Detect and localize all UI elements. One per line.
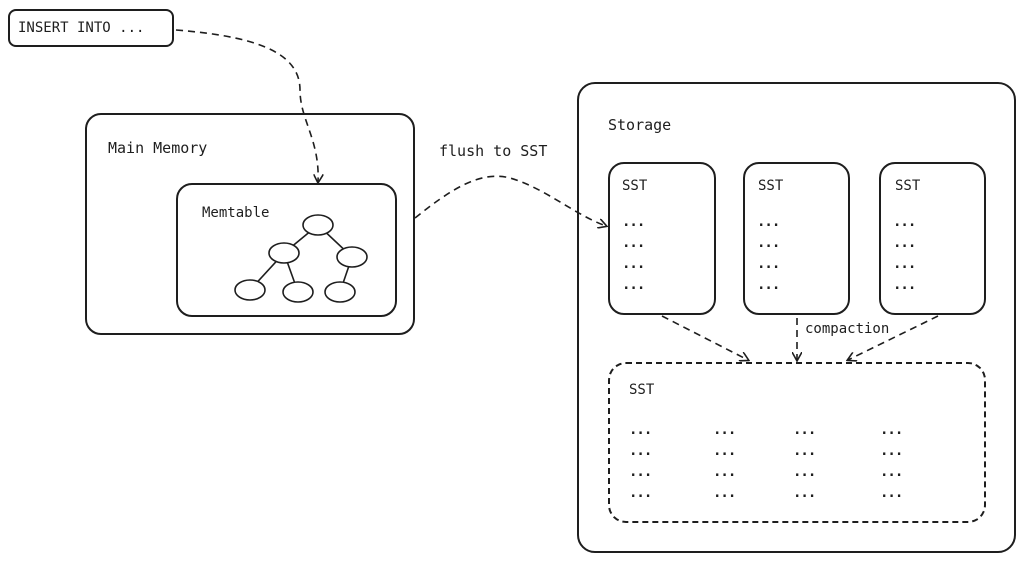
insert-query-text: INSERT INTO ... xyxy=(18,20,145,36)
merged-sst-cell: ... xyxy=(880,485,903,501)
sst-rows: ... ... ... ... xyxy=(893,212,916,296)
merged-sst-cell: ... xyxy=(793,443,816,459)
merged-sst-column: ... ... ... ... xyxy=(793,420,816,504)
merged-sst-cell: ... xyxy=(880,443,903,459)
sst-row: ... xyxy=(757,214,780,230)
merged-sst-cell: ... xyxy=(880,464,903,480)
sst-table-title: SST xyxy=(622,178,648,194)
sst-rows: ... ... ... ... xyxy=(757,212,780,296)
memtable-box: Memtable xyxy=(176,183,397,317)
compaction-label: compaction xyxy=(805,321,890,337)
merged-sst-column: ... ... ... ... xyxy=(880,420,903,504)
merged-sst-cell: ... xyxy=(629,443,652,459)
sst-row: ... xyxy=(757,235,780,251)
sst-rows: ... ... ... ... xyxy=(622,212,645,296)
merged-sst-cell: ... xyxy=(629,464,652,480)
storage-title: Storage xyxy=(608,116,672,134)
merged-sst-cell: ... xyxy=(713,422,736,438)
merged-sst-column: ... ... ... ... xyxy=(629,420,652,504)
sst-row: ... xyxy=(893,235,916,251)
merged-sst-column: ... ... ... ... xyxy=(713,420,736,504)
flush-label: flush to SST xyxy=(439,142,548,160)
sst-row: ... xyxy=(893,277,916,293)
merged-sst-cell: ... xyxy=(713,485,736,501)
merged-sst-cell: ... xyxy=(629,422,652,438)
main-memory-box: Main Memory xyxy=(85,113,415,335)
sst-row: ... xyxy=(622,235,645,251)
merged-sst-cell: ... xyxy=(793,464,816,480)
memtable-title: Memtable xyxy=(202,205,270,221)
merged-sst-table: SST ... ... ... ... ... ... ... ... ... … xyxy=(608,362,986,523)
sst-row: ... xyxy=(622,256,645,272)
merged-sst-cell: ... xyxy=(880,422,903,438)
sst-table-1: SST ... ... ... ... xyxy=(608,162,716,315)
sst-row: ... xyxy=(622,214,645,230)
merged-sst-cell: ... xyxy=(713,464,736,480)
sst-table-2: SST ... ... ... ... xyxy=(743,162,850,315)
sst-table-title: SST xyxy=(895,178,921,194)
sst-table-title: SST xyxy=(758,178,784,194)
insert-query-box: INSERT INTO ... xyxy=(8,9,174,47)
sst-table-3: SST ... ... ... ... xyxy=(879,162,986,315)
merged-sst-cell: ... xyxy=(713,443,736,459)
sst-row: ... xyxy=(893,214,916,230)
sst-row: ... xyxy=(622,277,645,293)
sst-row: ... xyxy=(757,277,780,293)
sst-row: ... xyxy=(893,256,916,272)
merged-sst-cell: ... xyxy=(793,485,816,501)
sst-row: ... xyxy=(757,256,780,272)
merged-sst-cell: ... xyxy=(793,422,816,438)
merged-sst-title: SST xyxy=(629,382,655,398)
merged-sst-cell: ... xyxy=(629,485,652,501)
storage-box: Storage xyxy=(577,82,1016,553)
main-memory-title: Main Memory xyxy=(108,139,208,157)
